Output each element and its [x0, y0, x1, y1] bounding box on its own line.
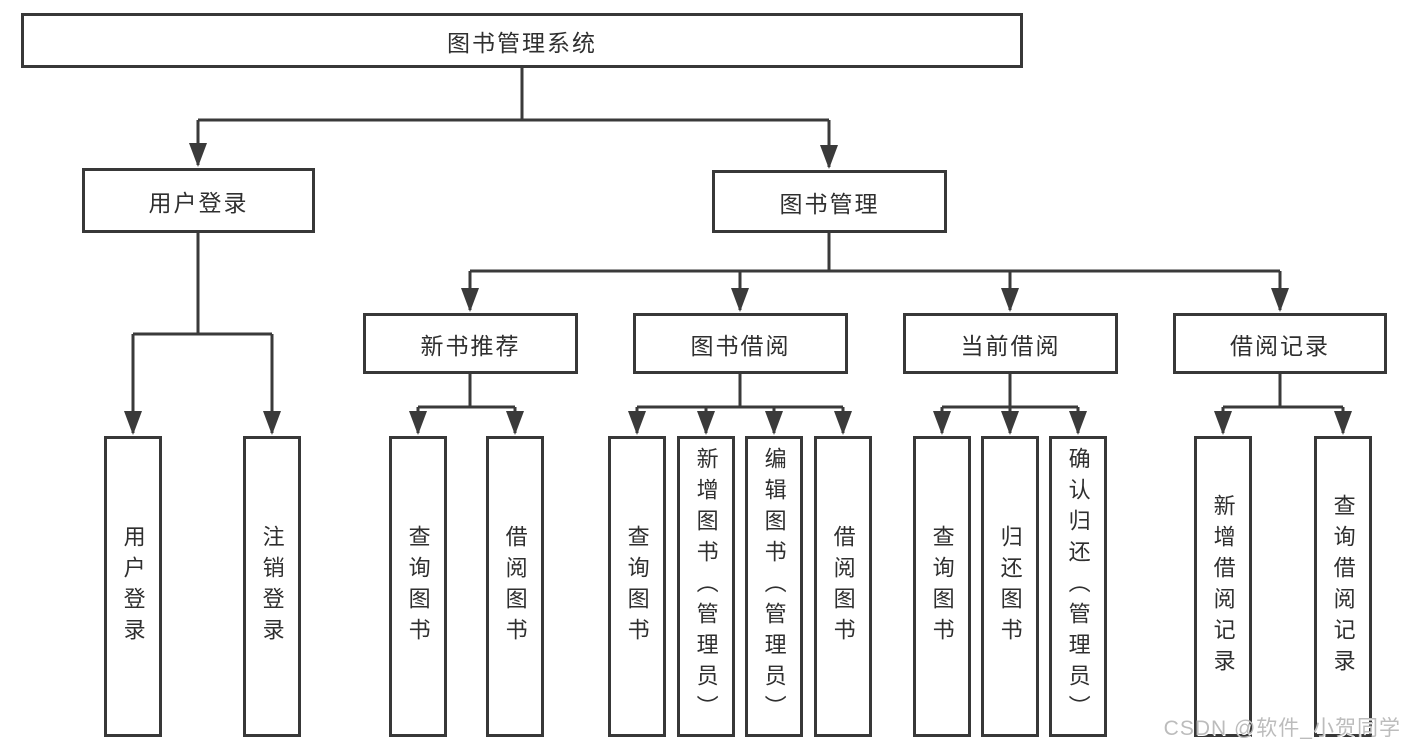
node-label: 当前借阅 [960, 332, 1061, 359]
leaf-br-add-record: 新增借阅记录 [1194, 436, 1252, 737]
node-label: 查询借阅记录 [1330, 493, 1356, 680]
node-label: 用户登录 [120, 524, 146, 649]
node-label: 新书推荐 [420, 332, 521, 359]
node-label: 图书管理系统 [447, 29, 597, 56]
leaf-bb-edit-books-admin: 编辑图书（管理员） [745, 436, 803, 737]
node-book-management: 图书管理 [712, 170, 947, 233]
node-label: 新增借阅记录 [1210, 493, 1236, 680]
watermark-text: CSDN @软件_小贺同学 [1163, 717, 1401, 740]
leaf-cb-query-books: 查询图书 [913, 436, 971, 737]
leaf-logout-login: 注销登录 [243, 436, 301, 737]
node-label: 查询图书 [929, 524, 955, 649]
node-label: 借阅记录 [1230, 332, 1330, 359]
node-book-borrowing: 图书借阅 [633, 313, 848, 374]
leaf-cb-return-books: 归还图书 [981, 436, 1039, 737]
node-label: 查询图书 [405, 524, 431, 649]
node-label: 确认归还（管理员） [1065, 447, 1091, 726]
node-label: 借阅图书 [830, 524, 856, 649]
leaf-br-query-record: 查询借阅记录 [1314, 436, 1372, 737]
leaf-bb-add-books-admin: 新增图书（管理员） [677, 436, 735, 737]
node-label: 借阅图书 [502, 524, 528, 649]
node-user-login: 用户登录 [82, 168, 315, 233]
node-label: 图书借阅 [690, 332, 791, 359]
leaf-cb-confirm-return-admin: 确认归还（管理员） [1049, 436, 1107, 737]
node-new-book-recommend: 新书推荐 [363, 313, 578, 374]
leaf-nb-query-books: 查询图书 [389, 436, 447, 737]
node-label: 编辑图书（管理员） [761, 447, 787, 726]
leaf-bb-query-books: 查询图书 [608, 436, 666, 737]
leaf-bb-borrow-books: 借阅图书 [814, 436, 872, 737]
node-label: 查询图书 [624, 524, 650, 649]
node-label: 新增图书（管理员） [693, 447, 719, 726]
node-root: 图书管理系统 [21, 13, 1023, 68]
node-label: 归还图书 [997, 524, 1023, 649]
leaf-user-login: 用户登录 [104, 436, 162, 737]
node-label: 注销登录 [259, 524, 285, 649]
node-label: 用户登录 [148, 189, 249, 216]
node-current-borrowing: 当前借阅 [903, 313, 1118, 374]
leaf-nb-borrow-books: 借阅图书 [486, 436, 544, 737]
node-label: 图书管理 [779, 190, 880, 217]
node-borrowing-records: 借阅记录 [1173, 313, 1387, 374]
